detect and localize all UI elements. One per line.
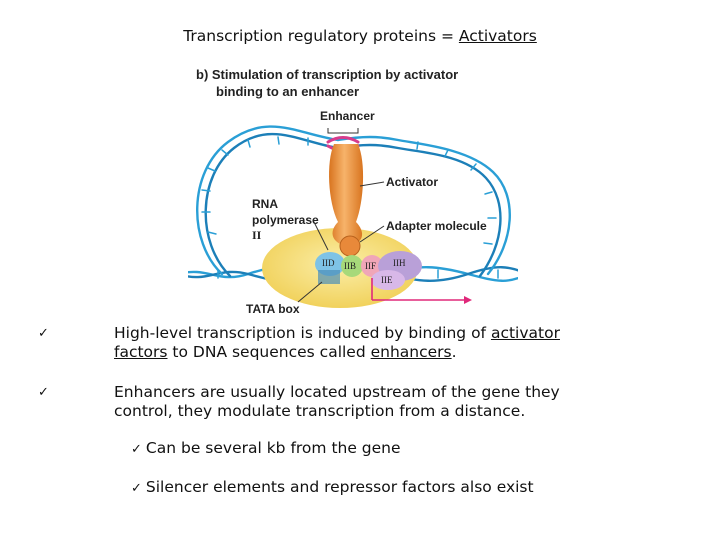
bullet-1-text-b: to DNA sequences called [167, 343, 371, 361]
label-tata-box: TATA box [246, 302, 300, 316]
subbullet-2: ✓Silencer elements and repressor factors… [131, 478, 534, 496]
label-factor-iid: IID [322, 258, 335, 268]
figure-caption-line1: b) Stimulation of transcription by activ… [196, 67, 458, 82]
bullet-check-2: ✓ [38, 385, 49, 400]
label-factor-iif: IIF [365, 261, 376, 271]
bullet-1-text-a: High-level transcription is induced by b… [114, 324, 491, 342]
bullet-2-line1: Enhancers are usually located upstream o… [114, 383, 560, 401]
label-polymerase: polymerase [252, 213, 319, 227]
figure-caption-line2: binding to an enhancer [216, 84, 359, 99]
bullet-2-line2: control, they modulate transcription fro… [114, 402, 526, 420]
activator-protein [329, 144, 364, 246]
label-enhancer: Enhancer [320, 109, 375, 123]
dna-loop [188, 125, 518, 282]
subbullet-2-check: ✓ [131, 481, 142, 496]
label-activator: Activator [386, 175, 438, 189]
factor-iif-shape [361, 255, 383, 277]
bullet-1-enhancers: enhancers [370, 343, 452, 361]
transcription-start-arrow [371, 278, 472, 304]
bullet-1-activator: activator [490, 324, 560, 342]
subbullet-1: ✓Can be several kb from the gene [131, 439, 401, 457]
bullet-check-1: ✓ [38, 326, 49, 341]
label-factor-iib: IIB [344, 261, 356, 271]
bullet-1: High-level transcription is induced by b… [114, 324, 560, 362]
subbullet-2-text: Silencer elements and repressor factors … [145, 478, 534, 496]
factor-iib-shape [341, 255, 363, 277]
bullet-2: Enhancers are usually located upstream o… [114, 383, 560, 421]
bullet-1-factors: factors [114, 343, 168, 361]
subbullet-1-text: Can be several kb from the gene [145, 439, 401, 457]
activator-diagram: b) Stimulation of transcription by activ… [188, 67, 518, 316]
adapter-molecule [339, 235, 361, 257]
label-rna: RNA [252, 197, 278, 211]
bullet-1-period: . [451, 343, 457, 361]
label-factor-iih: IIH [393, 258, 406, 268]
subbullet-1-check: ✓ [131, 442, 142, 457]
slide-title: Transcription regulatory proteins = Acti… [0, 27, 720, 45]
label-adapter: Adapter molecule [386, 219, 487, 233]
title-highlight: Activators [458, 27, 537, 45]
factor-iie-shape [371, 270, 405, 290]
label-factor-iie: IIE [381, 275, 393, 285]
label-polymerase-ii: II [252, 228, 262, 242]
tata-box-block [318, 270, 340, 284]
title-prefix: Transcription regulatory proteins = [183, 27, 459, 45]
